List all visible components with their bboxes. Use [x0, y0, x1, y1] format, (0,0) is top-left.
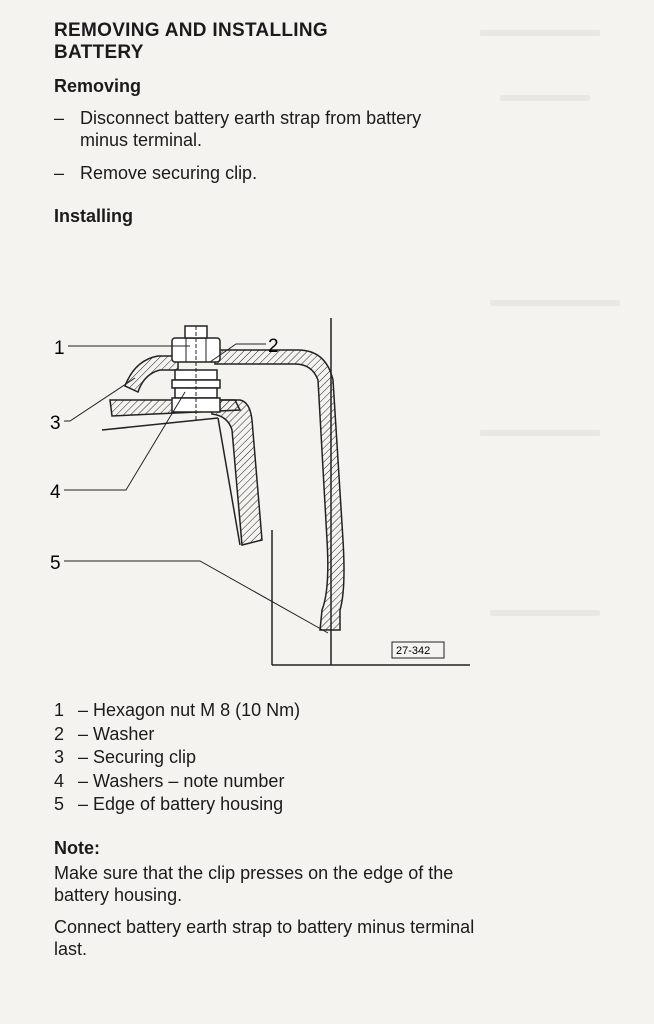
legend-num: 1: [54, 700, 65, 720]
callout-5: 5: [50, 553, 61, 574]
note-heading: Note:: [54, 838, 100, 858]
legend-item: 2 – Washer: [54, 723, 300, 747]
legend-num: 2: [54, 723, 65, 744]
leader-3: [64, 377, 136, 422]
callout-2: 2: [268, 336, 279, 357]
installing-heading: Installing: [54, 206, 134, 226]
leader-5: [64, 560, 329, 634]
callout-3: 3: [50, 413, 61, 434]
page-title: REMOVING AND INSTALLING BATTERY: [54, 20, 328, 63]
figure-ref: 27-342: [396, 645, 430, 657]
show-through: [490, 610, 600, 616]
battery-clip-diagram: 1 2 3 4 5 27-342: [50, 318, 470, 666]
show-through: [480, 430, 600, 436]
securing-clip: [124, 355, 179, 394]
removing-step-2: – Remove securing clip.: [54, 162, 474, 184]
leader-2: [209, 343, 266, 363]
legend-text: – Securing clip: [78, 747, 197, 767]
inner-bracket: [209, 399, 263, 546]
figure-ref-box: [391, 641, 445, 659]
legend-item: 5 – Edge of battery housing: [54, 793, 300, 817]
step-text: Disconnect battery earth strap from batt…: [80, 108, 422, 150]
legend-text: – Hexagon nut M 8 (10 Nm): [78, 700, 301, 720]
legend-num: 3: [54, 747, 65, 767]
legend-num: 5: [54, 794, 65, 814]
legend-text: – Washers – note number: [78, 770, 285, 791]
note-paragraph: Connect battery earth strap to battery m…: [54, 917, 475, 959]
show-through: [500, 95, 590, 101]
legend-text: – Edge of battery housing: [78, 794, 284, 814]
legend-num: 4: [54, 770, 65, 791]
callout-4: 4: [50, 482, 61, 503]
note-paragraph: Make sure that the clip presses on the e…: [54, 863, 454, 905]
legend-text: – Washer: [78, 723, 155, 744]
bracket-edge: [217, 417, 241, 546]
removing-step-1: – Disconnect battery earth strap from ba…: [54, 107, 474, 151]
step-text: Remove securing clip.: [80, 163, 258, 183]
bracket-edge: [101, 417, 219, 431]
step-dash: –: [54, 163, 65, 183]
show-through: [480, 30, 600, 36]
step-dash: –: [54, 108, 65, 128]
legend-item: 3 – Securing clip: [54, 746, 300, 770]
callout-1: 1: [54, 338, 65, 359]
battery-housing: [214, 349, 345, 631]
removing-heading: Removing: [54, 76, 142, 96]
leader-4: [64, 391, 186, 491]
legend-item: 4 – Washers – note number: [54, 770, 300, 794]
show-through: [490, 300, 620, 306]
parts-legend: 1 – Hexagon nut M 8 (10 Nm) 2 – Washer 3 – …: [54, 699, 300, 817]
legend-item: 1 – Hexagon nut M 8 (10 Nm): [54, 699, 300, 723]
